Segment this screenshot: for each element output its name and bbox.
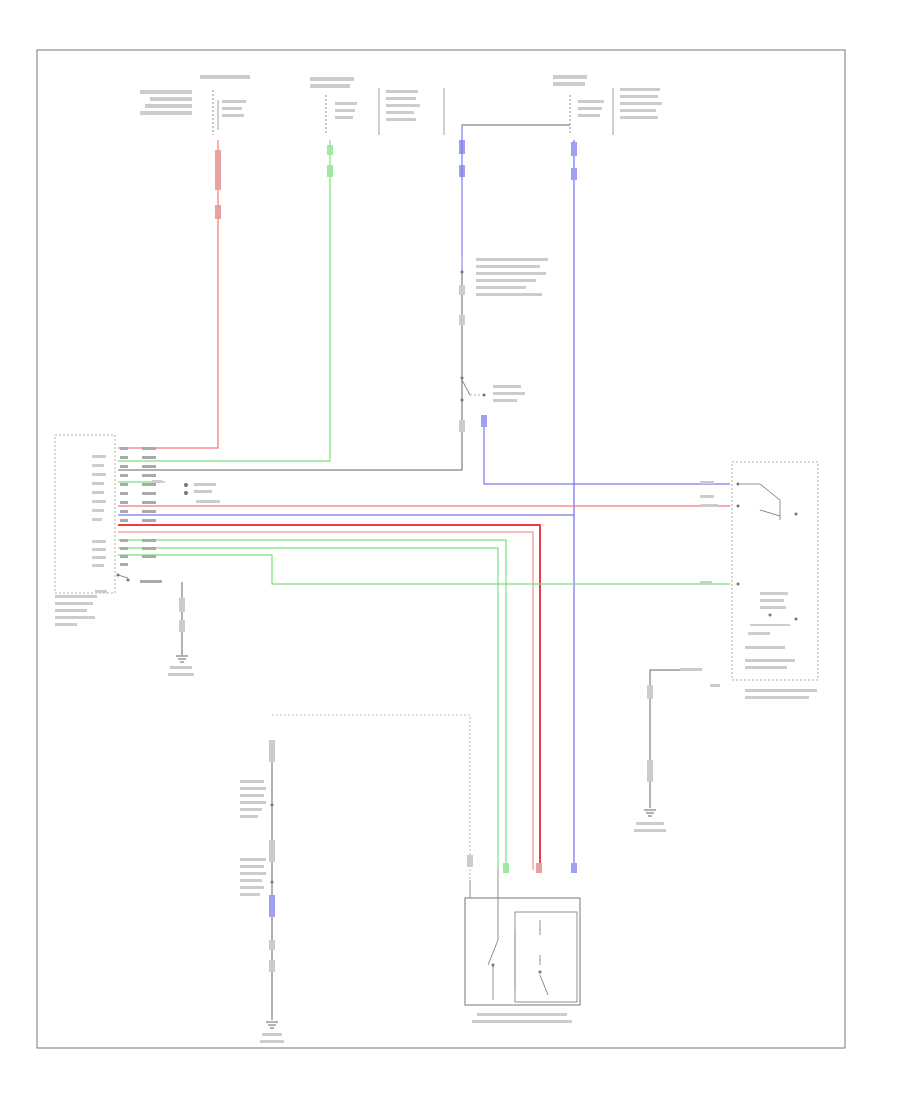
wire-green-1 (118, 140, 331, 462)
switch-upper (459, 255, 548, 325)
left-control-module (54, 434, 220, 626)
fuse-block-right (553, 75, 662, 135)
switch-lower (459, 325, 525, 470)
fuse-block-middle (310, 77, 445, 135)
ground-symbol-right (634, 809, 666, 832)
diagram-frame (36, 49, 846, 1049)
wire-red-1 (118, 140, 219, 449)
wire-green-3 (118, 547, 499, 870)
wire-black-1 (118, 124, 570, 471)
wire-green-4 (118, 554, 730, 585)
fuse-block-left (140, 75, 250, 135)
ground-symbol-bottom (260, 1021, 284, 1043)
wire-red-3 (118, 524, 541, 870)
wire-green-2 (118, 539, 507, 870)
ground-symbol-1 (168, 655, 194, 676)
right-switch-component (700, 461, 819, 699)
bottom-relay-module (464, 855, 581, 1023)
wire-dotted-lower (272, 714, 471, 880)
wire-blue-2 (483, 415, 730, 485)
wire-ground-right (649, 669, 700, 808)
wire-red-4 (118, 531, 534, 870)
